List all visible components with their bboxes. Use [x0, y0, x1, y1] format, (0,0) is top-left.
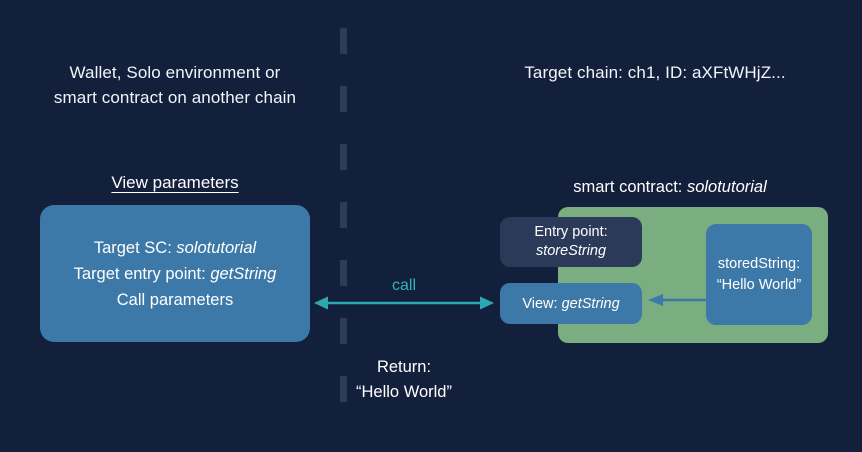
entry-point-box: Entry point: storeString — [500, 217, 642, 267]
target-entry-point-label: Target entry point: — [73, 264, 211, 283]
target-sc-label: Target SC: — [93, 238, 177, 257]
stored-string-value: “Hello World” — [716, 276, 802, 293]
stored-string-box: storedString: “Hello World” — [706, 224, 812, 325]
return-line-1: Return: — [376, 358, 432, 376]
view-parameters-box: Target SC: solotutorial Target entry poi… — [40, 205, 310, 342]
view-function-value: getString — [561, 295, 620, 312]
view-function-line: View: getString — [522, 296, 619, 312]
smart-contract-label: smart contract: — [573, 178, 687, 196]
view-parameters-title: View parameters — [111, 173, 239, 192]
stored-string-label: storedString: — [717, 255, 801, 272]
entry-point-value: storeString — [535, 243, 607, 259]
target-sc-value: solotutorial — [176, 238, 257, 257]
smart-contract-title: smart contract: solotutorial — [500, 178, 840, 197]
smart-contract-name: solotutorial — [686, 178, 767, 196]
left-column-heading: Wallet, Solo environment or smart contra… — [20, 60, 330, 110]
arrow-left-icon — [648, 294, 706, 306]
view-function-box: View: getString — [500, 283, 642, 324]
left-heading-line-1: Wallet, Solo environment or — [69, 63, 281, 82]
target-sc-line: Target SC: solotutorial — [94, 235, 256, 261]
double-headed-arrow-icon — [314, 296, 494, 310]
entry-point-label: Entry point: — [534, 224, 608, 240]
dashed-vertical-divider — [340, 28, 347, 428]
return-value-label: Return: “Hello World” — [324, 355, 484, 405]
target-entry-point-line: Target entry point: getString — [74, 261, 277, 287]
view-function-label: View: — [522, 295, 562, 312]
target-entry-point-value: getString — [210, 264, 277, 283]
call-parameters-line: Call parameters — [116, 290, 234, 309]
return-line-2: “Hello World” — [356, 383, 452, 401]
right-column-heading: Target chain: ch1, ID: aXFtWHjZ... — [524, 63, 786, 82]
call-arrow-label: call — [391, 277, 416, 294]
left-heading-line-2: smart contract on another chain — [53, 88, 297, 107]
